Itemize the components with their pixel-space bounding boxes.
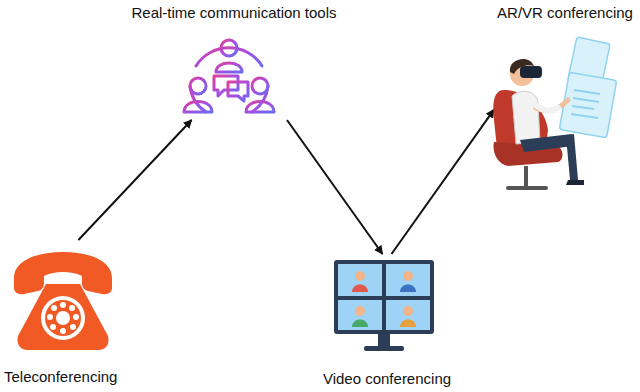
stage-label: Real-time communication tools <box>131 4 336 22</box>
stage-node: Video conferencing <box>312 254 462 388</box>
stage-label: Teleconferencing <box>4 368 117 386</box>
stage-node: Teleconferencing <box>4 240 128 386</box>
vr-person-illustration <box>486 30 626 196</box>
stage-node: AR/VR conferencing <box>494 4 636 196</box>
flow-arrow <box>78 120 191 240</box>
flow-arrow <box>287 120 383 254</box>
flow-arrow <box>392 110 495 254</box>
telephone-icon <box>8 248 118 354</box>
communication-icon <box>176 36 282 120</box>
stage-label: Video conferencing <box>323 370 451 388</box>
stage-label: AR/VR conferencing <box>497 4 633 22</box>
video-monitor-icon <box>332 258 436 354</box>
stage-node: Real-time communication tools <box>128 4 340 120</box>
